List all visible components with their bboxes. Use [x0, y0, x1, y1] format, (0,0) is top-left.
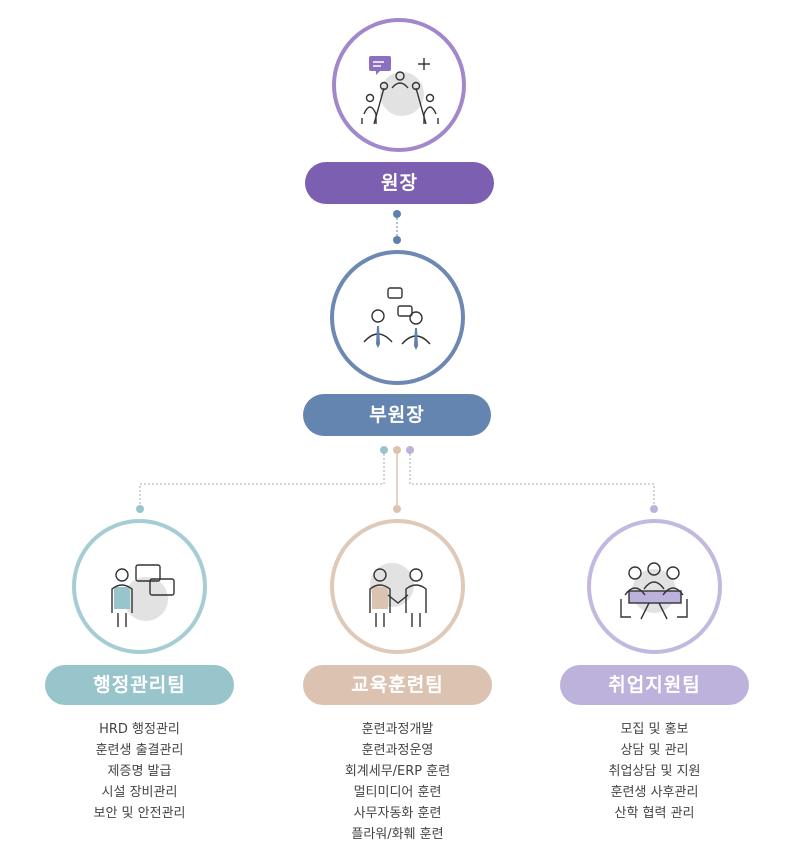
- admin-team-circle: [72, 519, 207, 654]
- admin-team-label: 행정관리팀: [45, 665, 234, 705]
- vice-director-label: 부원장: [303, 394, 491, 436]
- employment-team-label-text: 취업지원팀: [608, 674, 701, 696]
- list-item: 시설 장비관리: [101, 785, 178, 800]
- admin-team-duties: HRD 행정관리 훈련생 출결관리 제증명 발급 시설 장비관리 보안 및 안전…: [45, 719, 234, 824]
- list-item: 플라워/화훼 훈련: [351, 827, 444, 842]
- list-item: 산학 협력 관리: [614, 806, 695, 821]
- list-item: 회계세무/ERP 훈련: [344, 764, 451, 779]
- director-label-text: 원장: [381, 172, 418, 194]
- list-item: 취업상담 및 지원: [608, 764, 701, 779]
- director-circle: [332, 18, 466, 152]
- list-item: 모집 및 홍보: [620, 722, 689, 737]
- list-item: 멀티미디어 훈련: [353, 785, 442, 800]
- employment-team-circle: [587, 519, 722, 654]
- list-item: 보안 및 안전관리: [93, 806, 186, 821]
- list-item: 훈련과정운영: [361, 743, 434, 758]
- list-item: 상담 및 관리: [620, 743, 689, 758]
- discussion-icon: [363, 287, 431, 350]
- list-item: HRD 행정관리: [99, 722, 180, 737]
- vice-director-circle: [330, 250, 465, 385]
- team-table-icon: [620, 562, 688, 620]
- list-item: 훈련생 사후관리: [610, 785, 699, 800]
- list-item: 훈련과정개발: [361, 722, 434, 737]
- education-team-label: 교육훈련팀: [303, 665, 492, 705]
- list-item: 제증명 발급: [107, 764, 172, 779]
- consultation-icon: [111, 564, 175, 627]
- handshake-icon: [369, 563, 427, 627]
- admin-team-label-text: 행정관리팀: [93, 674, 186, 696]
- education-team-label-text: 교육훈련팀: [351, 674, 444, 696]
- director-label: 원장: [305, 162, 494, 204]
- employment-team-label: 취업지원팀: [560, 665, 749, 705]
- meeting-icon: [361, 56, 439, 125]
- vice-director-label-text: 부원장: [369, 404, 425, 426]
- education-team-duties: 훈련과정개발 훈련과정운영 회계세무/ERP 훈련 멀티미디어 훈련 사무자동화…: [303, 719, 492, 845]
- employment-team-duties: 모집 및 홍보 상담 및 관리 취업상담 및 지원 훈련생 사후관리 산학 협력…: [560, 719, 749, 824]
- education-team-circle: [330, 519, 465, 654]
- list-item: 사무자동화 훈련: [353, 806, 442, 821]
- list-item: 훈련생 출결관리: [95, 743, 184, 758]
